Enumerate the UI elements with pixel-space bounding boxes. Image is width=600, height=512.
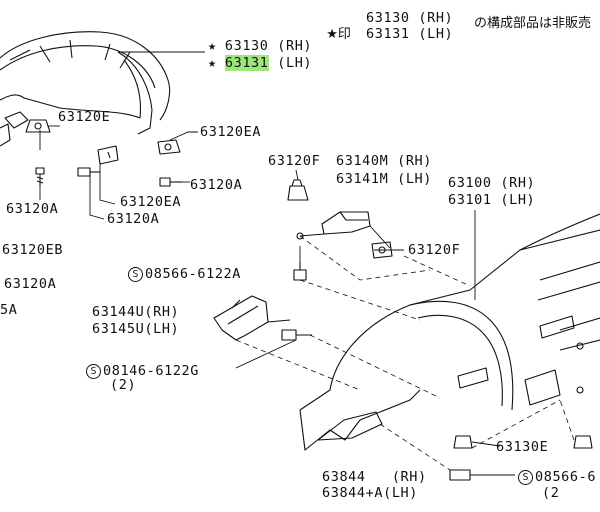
label-63141m: 63141M (LH) (336, 171, 433, 187)
label-63120e: 63120E (58, 109, 111, 125)
part-number: 08566-6122A (145, 266, 242, 282)
part-number: 63130 (RH) (224, 38, 313, 54)
label-63120ea-mid: 63120EA (120, 194, 182, 210)
s-circle-icon: S (518, 470, 533, 485)
clip-right-edge (573, 435, 593, 449)
label-63120a-left: 63120A (6, 201, 59, 217)
screw-63120a-right (159, 177, 182, 187)
bracket-63144u (213, 295, 269, 341)
mark-label: 印 (337, 27, 351, 42)
star-icon: ★ (208, 38, 217, 54)
label-63120a-left2: 63120A (4, 276, 57, 292)
label-63844a: 63844+A(LH) (322, 485, 419, 501)
header-part-rh: 63130 (RH) (366, 10, 454, 26)
label-5a: 5A (0, 302, 18, 318)
label-63120a-mid: 63120A (190, 177, 243, 193)
s-circle-icon: S (128, 267, 143, 282)
side-suffix: (LH) (268, 55, 313, 71)
bolt-08146 (281, 329, 312, 341)
header-part-lh: 63131 (LH) (366, 26, 454, 42)
s-circle-icon: S (86, 364, 101, 379)
bolt-63844 (449, 469, 471, 481)
header-note-text: の構成部品は非販売 (474, 16, 592, 31)
label-63140m: 63140M (RH) (336, 153, 433, 169)
screw-63120a-mid (77, 167, 100, 177)
bracket-63120ea (97, 145, 119, 165)
part-number: 08566-6 (535, 469, 597, 485)
bracket-63844 (317, 411, 383, 441)
clip-63120ea (157, 139, 181, 155)
screw-63120a-left (35, 167, 45, 186)
label-63120ea-top: 63120EA (200, 124, 262, 140)
label-63120f-right: 63120F (408, 242, 461, 258)
label-63120a-low: 63120A (107, 211, 160, 227)
clip-63120f-top (287, 179, 309, 201)
label-qty-left: (2) (110, 377, 137, 393)
header-note-star: ★印 (318, 14, 351, 42)
dashed-guides (235, 235, 575, 471)
label-63100: 63100 (RH) (448, 175, 536, 191)
star-icon: ★ (208, 55, 217, 71)
label-63101: 63101 (LH) (448, 192, 536, 208)
label-63120f-top: 63120F (268, 153, 321, 169)
label-63144u: 63144U(RH) (92, 304, 180, 320)
leader-lines (39, 51, 515, 476)
part-number: 08146-6122G (103, 363, 200, 379)
fender-63100 (299, 213, 600, 451)
label-qty-right: (2 (542, 485, 560, 501)
label-63120eb: 63120EB (2, 242, 64, 258)
highlighted-part-number: 63131 (224, 55, 269, 71)
bracket-63140m (321, 211, 371, 235)
label-63130-rh: ★ 63130 (RH) (208, 39, 312, 53)
clip-63120e (25, 119, 51, 133)
label-63145u: 63145U(LH) (92, 321, 180, 337)
label-63130e: 63130E (496, 439, 549, 455)
fender-liner (0, 31, 171, 147)
label-63844: 63844 (RH) (322, 469, 427, 485)
star-icon: ★ (326, 27, 338, 42)
clip-63130e (453, 435, 473, 449)
label-63131-lh: ★ 63131 (LH) (208, 55, 313, 71)
